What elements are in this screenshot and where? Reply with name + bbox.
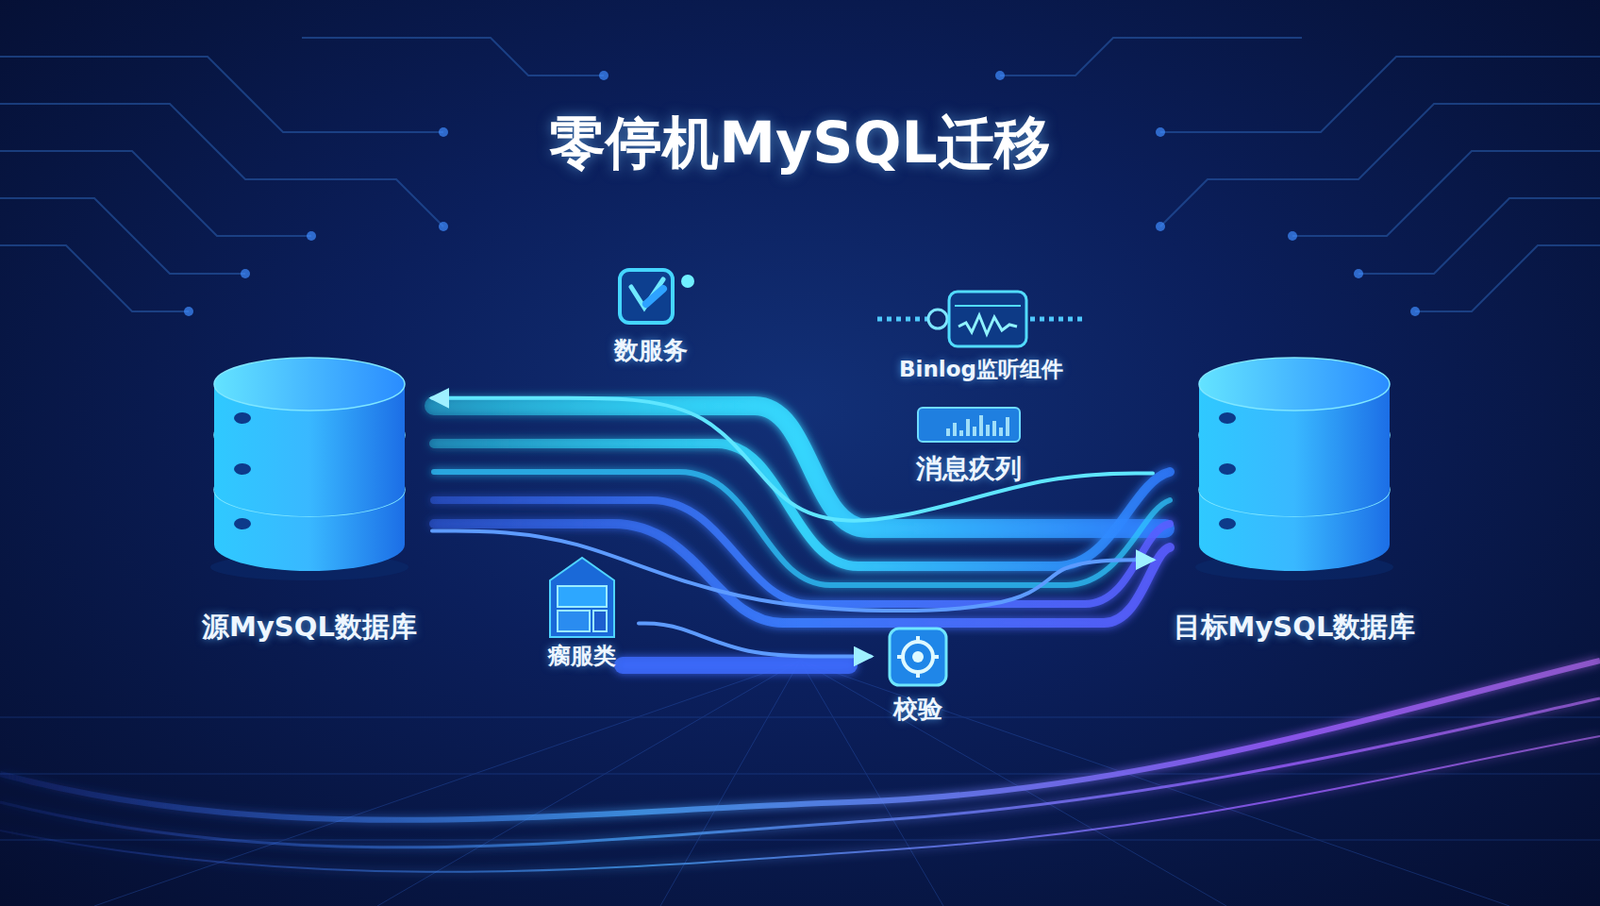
component-icon: 校验 xyxy=(870,626,966,726)
light-waves xyxy=(0,660,1600,872)
database-cylinder: 源MySQL数据库 xyxy=(186,357,433,647)
node-label: 数服务 xyxy=(589,333,713,367)
component-icon: Binlog监听组件 xyxy=(858,288,1104,384)
node-label: 目标MySQL数据库 xyxy=(1152,608,1436,647)
node-label: Binlog监听组件 xyxy=(858,354,1104,384)
floor-grid xyxy=(0,660,1600,906)
flow-arrow xyxy=(432,531,1153,611)
data-flow-ribbons xyxy=(433,405,1170,666)
component-icon: 消息疚列 xyxy=(898,407,1040,487)
circuit-traces xyxy=(0,37,1600,312)
component-icon: 瘸服类 xyxy=(525,551,639,671)
queue-shape xyxy=(917,407,1020,442)
node-label: 源MySQL数据库 xyxy=(186,608,433,647)
cyl-shape xyxy=(214,357,405,573)
server-shape xyxy=(542,551,622,639)
flow-arrow xyxy=(638,623,871,657)
binlog-shape xyxy=(867,288,1095,350)
flow-arrow xyxy=(432,398,1153,521)
node-label: 消息疚列 xyxy=(898,450,1040,487)
node-label: 瘸服类 xyxy=(525,640,639,671)
node-label: 校验 xyxy=(870,692,966,726)
check-shape xyxy=(887,626,949,687)
task-shape xyxy=(608,266,694,327)
circuit-nodes xyxy=(183,70,1420,317)
cyl-shape xyxy=(1199,357,1390,573)
component-icon: 数服务 xyxy=(589,266,713,367)
database-cylinder: 目标MySQL数据库 xyxy=(1152,357,1436,647)
diagram-title: 零停机MySQL迁移 xyxy=(0,105,1600,183)
